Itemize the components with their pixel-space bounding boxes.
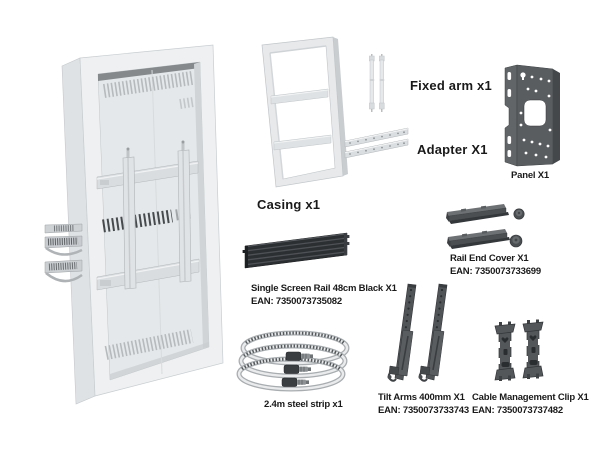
rail-end-cover-label: Rail End Cover X1 EAN: 7350073733699	[450, 252, 541, 278]
vesa-rail-left	[122, 147, 137, 290]
rail-end-cover-illustration	[446, 204, 525, 250]
pole-straps	[44, 223, 83, 283]
single-screen-rail-illustration	[242, 232, 350, 269]
steel-strip-label: 2.4m steel strip x1	[264, 399, 343, 410]
tilt-arms-ean: EAN: 7350073733743	[378, 405, 469, 416]
tilt-arms-title: Tilt Arms 400mm X1	[378, 392, 465, 403]
rail-end-cover-title: Rail End Cover X1	[450, 253, 529, 264]
tilt-arms-illustration	[387, 283, 448, 382]
screw	[509, 234, 523, 248]
panel-label: Panel X1	[511, 170, 550, 181]
cable-clip-illustration	[494, 319, 544, 381]
adapter-label: Adapter X1	[417, 142, 488, 157]
single-screen-rail-label: Single Screen Rail 48cm Black X1 EAN: 73…	[251, 282, 397, 308]
single-screen-rail-title: Single Screen Rail 48cm Black X1	[251, 283, 397, 294]
cable-clip-title: Cable Management Clip X1	[472, 392, 589, 403]
fixed-arm-illustration	[369, 53, 385, 113]
fixed-arm-label: Fixed arm x1	[410, 78, 492, 93]
main-casing-illustration	[44, 44, 224, 405]
strap-ring	[238, 343, 348, 379]
rail-end-cover-ean: EAN: 7350073733699	[450, 266, 541, 277]
cable-clip-ean: EAN: 7350073737482	[472, 405, 563, 416]
steel-strip-illustration	[236, 330, 350, 392]
adapter-illustration	[344, 127, 409, 159]
strap-ring	[240, 330, 350, 366]
single-screen-rail-ean: EAN: 7350073735082	[251, 296, 342, 307]
tilt-arms-label: Tilt Arms 400mm X1 EAN: 7350073733743	[378, 391, 469, 417]
cable-clip-label: Cable Management Clip X1 EAN: 7350073737…	[472, 391, 589, 417]
vesa-rail-right	[177, 140, 192, 283]
casing-label: Casing x1	[257, 197, 321, 212]
screw	[513, 208, 525, 220]
panel-illustration	[504, 64, 560, 167]
casing-frame-illustration	[261, 36, 348, 188]
